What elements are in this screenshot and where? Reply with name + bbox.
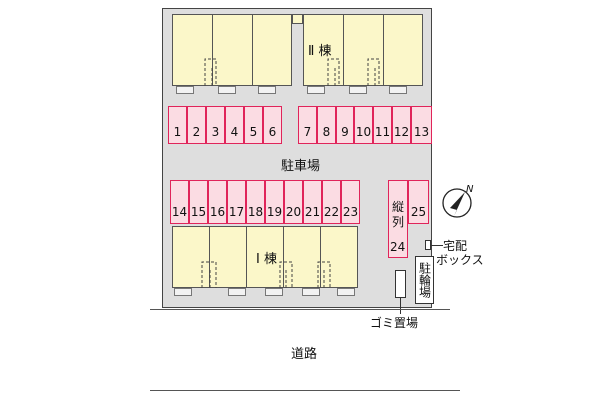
road-edge-bottom	[150, 390, 460, 391]
parking-space: 21	[303, 180, 322, 224]
parking-space: 6	[263, 106, 282, 144]
parking-space: 3	[206, 106, 225, 144]
building-2-left-block	[172, 14, 292, 86]
leader-line	[400, 298, 401, 314]
parking-space: 19	[265, 180, 284, 224]
building-1-stairs	[201, 261, 331, 288]
unit-divider	[246, 226, 247, 288]
parking-space: 12	[392, 106, 411, 144]
road-label: 道路	[291, 347, 318, 362]
garbage-area-icon	[395, 270, 406, 298]
entrance-step	[258, 86, 276, 94]
road-edge-top	[150, 309, 450, 310]
building-1-block	[172, 226, 358, 288]
garbage-area-label: ゴミ置場	[370, 316, 419, 330]
building-2-connector	[292, 14, 303, 24]
unit-divider	[320, 226, 321, 288]
entrance-step	[265, 288, 283, 296]
unit-divider	[212, 14, 213, 86]
bicycle-parking: 駐輪場	[415, 256, 434, 304]
parking-space: 13	[411, 106, 432, 144]
building-2-label: Ⅱ 棟	[308, 44, 332, 59]
north-arrow-icon	[442, 188, 472, 218]
entrance-step	[218, 86, 236, 94]
parking-space: 16	[208, 180, 227, 224]
parking-space: 4	[225, 106, 244, 144]
parking-space: 11	[373, 106, 392, 144]
parking-space: 15	[189, 180, 208, 224]
delivery-box-label-line2: ボックス	[436, 253, 484, 267]
building-2-stairs	[204, 58, 380, 86]
parking-space: 25	[408, 180, 429, 224]
entrance-step	[389, 86, 407, 94]
unit-divider	[383, 14, 384, 86]
entrance-step	[349, 86, 367, 94]
parking-space: 17	[227, 180, 246, 224]
bicycle-parking-label: 駐輪場	[417, 262, 432, 298]
building-2-right-block	[303, 14, 423, 86]
entrance-step	[176, 86, 194, 94]
unit-divider	[283, 226, 284, 288]
parking-space: 20	[284, 180, 303, 224]
unit-divider	[252, 14, 253, 86]
parking-space: 23	[341, 180, 360, 224]
parking-area-label: 駐車場	[281, 159, 321, 174]
parking-space: 14	[170, 180, 189, 224]
tandem-parking-space	[388, 180, 408, 258]
parking-space: 9	[336, 106, 354, 144]
parking-space: 8	[317, 106, 336, 144]
unit-divider	[343, 14, 344, 86]
parking-space: 10	[354, 106, 373, 144]
parking-space: 7	[298, 106, 317, 144]
delivery-box-icon	[425, 240, 431, 250]
tandem-number: 24	[390, 240, 406, 254]
tandem-label: 縦 列	[392, 200, 405, 229]
entrance-step	[228, 288, 246, 296]
delivery-box-label-line1: 宅配	[443, 239, 468, 253]
entrance-step	[337, 288, 355, 296]
building-1-label: Ⅰ 棟	[256, 252, 277, 267]
parking-space: 1	[168, 106, 187, 144]
entrance-step	[174, 288, 192, 296]
leader-line	[431, 245, 443, 246]
parking-space: 22	[322, 180, 341, 224]
unit-divider	[209, 226, 210, 288]
parking-space: 18	[246, 180, 265, 224]
entrance-step	[302, 288, 320, 296]
entrance-step	[307, 86, 325, 94]
north-label: N	[466, 184, 474, 195]
parking-space: 5	[244, 106, 263, 144]
parking-space: 2	[187, 106, 206, 144]
